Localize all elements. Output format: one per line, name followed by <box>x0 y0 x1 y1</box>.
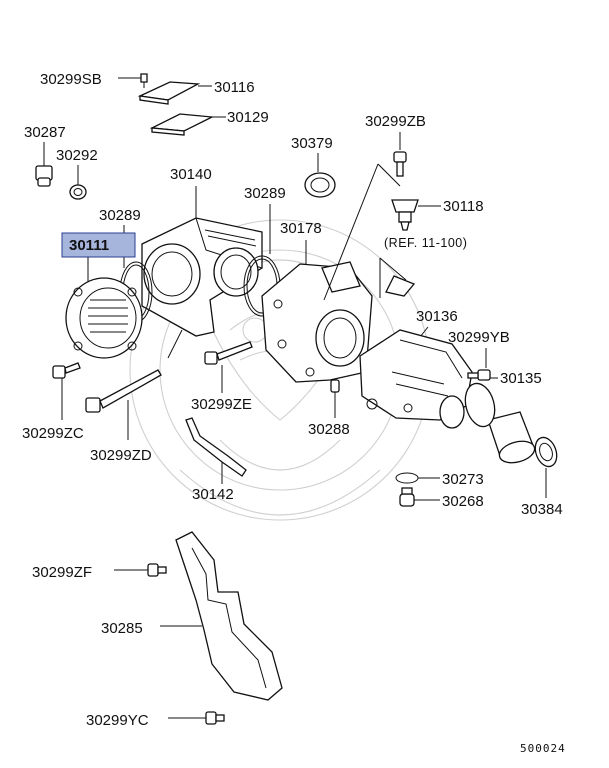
part-30299SB-bolt[interactable] <box>140 73 148 88</box>
part-30287-plug[interactable] <box>35 165 53 187</box>
label-30142: 30142 <box>192 486 234 503</box>
label-30379: 30379 <box>291 135 333 152</box>
part-30299ZB-bolt[interactable] <box>393 151 407 177</box>
part-30135-extension-tube[interactable] <box>461 380 537 466</box>
part-30178-transfer-housing[interactable] <box>261 261 373 383</box>
part-30118-breather[interactable] <box>391 199 419 231</box>
label-30299ZD: 30299ZD <box>90 447 152 464</box>
label-30140: 30140 <box>170 166 212 183</box>
label-30111: 30111 <box>69 237 109 254</box>
ref-note: (REF. 11-100) <box>384 236 467 250</box>
part-30299YB-bolt[interactable] <box>467 369 491 381</box>
highlight-box-30111[interactable] <box>61 232 136 258</box>
part-30299ZD-long-bolt[interactable] <box>85 369 162 413</box>
part-30288-dowel-pin[interactable] <box>330 379 340 393</box>
part-30111-rear-cover[interactable] <box>65 277 143 359</box>
part-30142-bracket[interactable] <box>185 417 247 477</box>
part-30299YC-bolt[interactable] <box>205 711 225 725</box>
label-30273: 30273 <box>442 471 484 488</box>
diagram-code: 500024 <box>520 742 566 755</box>
part-30268-drain-plug[interactable] <box>399 487 415 507</box>
label-30135: 30135 <box>500 370 542 387</box>
part-30299ZE-bolt[interactable] <box>204 341 253 365</box>
label-30299YC: 30299YC <box>86 712 149 729</box>
part-ref-wire[interactable] <box>385 275 416 297</box>
label-30299YB: 30299YB <box>448 329 510 346</box>
label-30299ZF: 30299ZF <box>32 564 92 581</box>
label-30299SB: 30299SB <box>40 71 102 88</box>
part-30384-oil-seal[interactable] <box>531 434 560 469</box>
part-30285-heat-protector[interactable] <box>175 531 283 701</box>
part-30292-washer[interactable] <box>69 184 87 200</box>
label-30129: 30129 <box>227 109 269 126</box>
part-30273-o-ring[interactable] <box>395 472 419 484</box>
label-30299ZC: 30299ZC <box>22 425 84 442</box>
label-30289-right: 30289 <box>244 185 286 202</box>
label-30299ZB: 30299ZB <box>365 113 426 130</box>
part-30129-gasket[interactable] <box>149 113 215 136</box>
part-30140-extension-housing[interactable] <box>141 217 263 337</box>
label-30178: 30178 <box>280 220 322 237</box>
label-30268: 30268 <box>442 493 484 510</box>
part-30116-gasket[interactable] <box>137 81 201 105</box>
label-30289-left: 30289 <box>99 207 141 224</box>
part-30136-transfer-case[interactable] <box>359 329 473 429</box>
label-30288: 30288 <box>308 421 350 438</box>
label-30292: 30292 <box>56 147 98 164</box>
part-30299ZF-bolt[interactable] <box>147 563 167 577</box>
label-30287: 30287 <box>24 124 66 141</box>
part-30299ZC-bolt[interactable] <box>52 362 81 379</box>
label-30116: 30116 <box>214 79 255 96</box>
part-30379-oil-seal[interactable] <box>304 172 336 198</box>
label-30136: 30136 <box>416 308 458 325</box>
label-30384: 30384 <box>521 501 563 518</box>
label-30285: 30285 <box>101 620 143 637</box>
label-30118: 30118 <box>443 198 484 215</box>
label-30299ZE: 30299ZE <box>191 396 252 413</box>
